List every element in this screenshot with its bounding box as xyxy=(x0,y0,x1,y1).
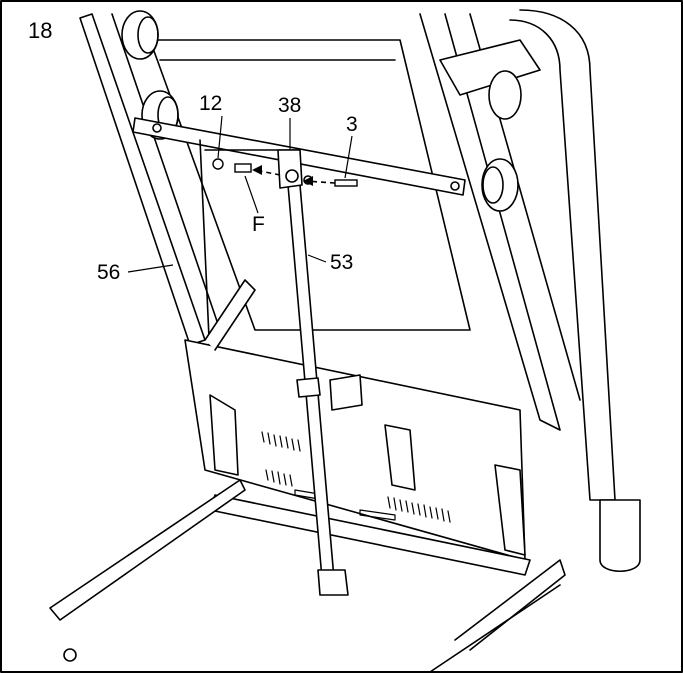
callout-38: 38 xyxy=(278,94,302,117)
nut-12 xyxy=(212,158,224,170)
callout-56: 56 xyxy=(97,261,121,284)
callout-f: F xyxy=(252,213,265,236)
step-number: 18 xyxy=(28,18,53,43)
deck-board xyxy=(149,39,471,331)
callout-3: 3 xyxy=(346,113,358,136)
callout-53: 53 xyxy=(330,251,354,274)
callout-12: 12 xyxy=(199,92,223,115)
right-upright xyxy=(419,13,561,431)
bolt-3 xyxy=(334,179,358,187)
spacer-f xyxy=(234,163,252,173)
